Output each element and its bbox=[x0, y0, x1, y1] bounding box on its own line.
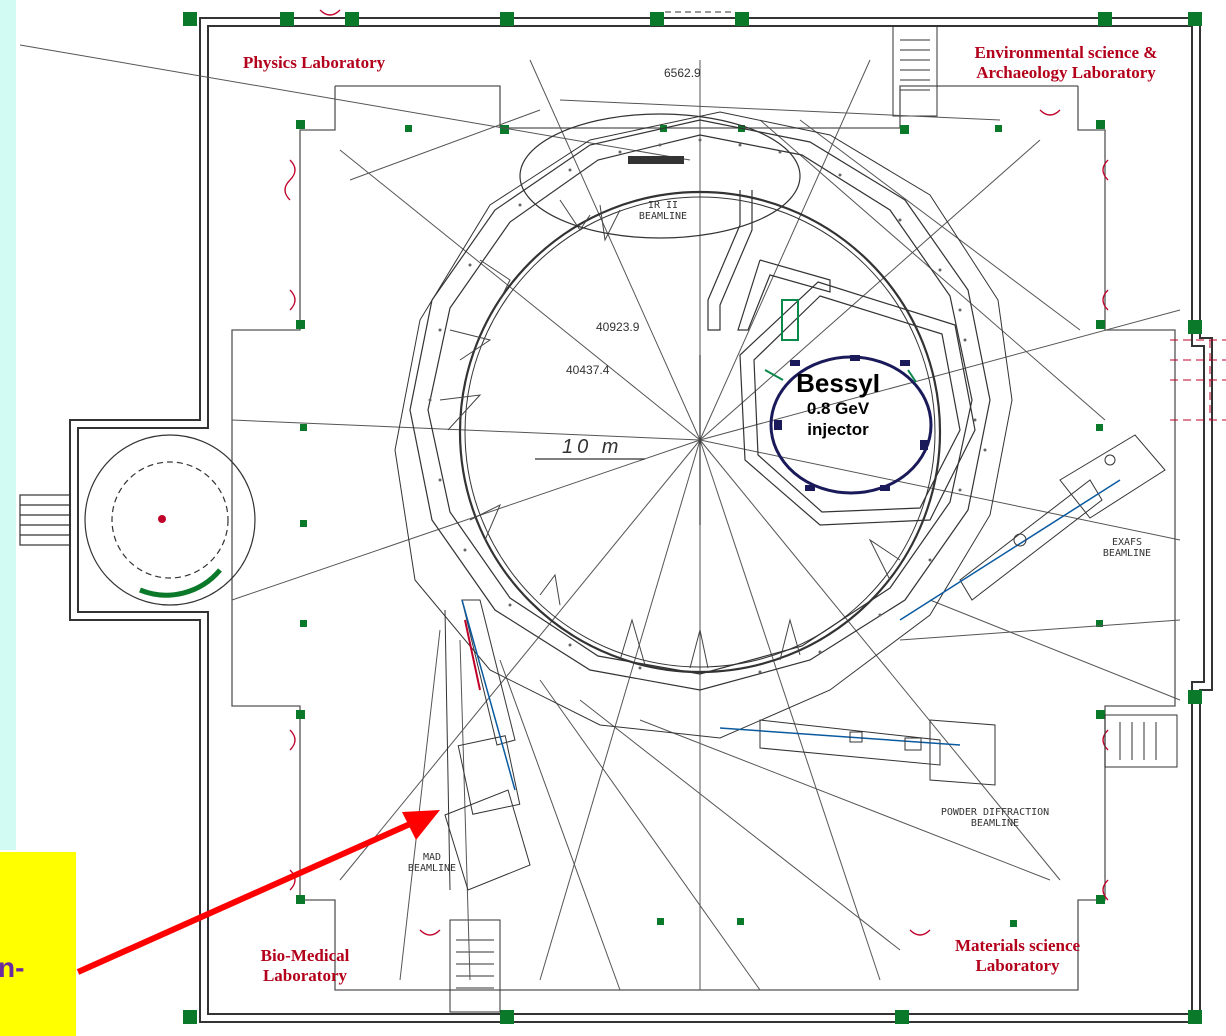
callout-box: n- bbox=[0, 852, 76, 1036]
exafs-label-line1: EXAFS bbox=[1111, 537, 1143, 548]
powder-label-line1: POWDER DIFFRACTION bbox=[940, 807, 1050, 818]
powder-beamline bbox=[719, 719, 996, 786]
inner-hall bbox=[231, 85, 1176, 991]
callout-arrow bbox=[76, 810, 440, 975]
top-dimension: 6562.9 bbox=[664, 66, 701, 80]
shielding-texture bbox=[428, 138, 987, 674]
exafs-label-line2: BEAMLINE bbox=[1102, 548, 1152, 559]
powder-label-line2: BEAMLINE bbox=[970, 818, 1020, 829]
beam-fan bbox=[19, 44, 1181, 991]
callout-text: n- bbox=[0, 952, 25, 983]
outer-diameter-label: 40923.9 bbox=[596, 320, 640, 334]
ir2-beamline-label: IR II BEAMLINE bbox=[628, 200, 698, 222]
mad-beamline bbox=[444, 599, 531, 891]
shield-teeth bbox=[439, 199, 901, 669]
exafs-beamline bbox=[899, 434, 1166, 621]
env-lab-label-line1: Environmental science & bbox=[974, 43, 1158, 62]
right-dashed bbox=[1170, 339, 1226, 421]
booster-green-parts bbox=[764, 299, 917, 383]
wall-markers bbox=[183, 12, 1202, 1024]
ir2-highlight bbox=[519, 113, 801, 239]
physics-lab-label: Physics Laboratory bbox=[243, 53, 386, 72]
powder-beamline-label: POWDER DIFFRACTION BEAMLINE bbox=[915, 807, 1075, 829]
building-walls bbox=[69, 17, 1213, 1023]
storage-ring bbox=[458, 190, 942, 674]
injector-energy: 0.8 GeV bbox=[806, 399, 870, 418]
bio-lab-label-line2: Laboratory bbox=[262, 966, 348, 985]
env-lab-label: Environmental science & Archaeology Labo… bbox=[946, 43, 1186, 83]
ir2-label-line1: IR II bbox=[647, 200, 679, 211]
bio-lab-label: Bio-Medical Laboratory bbox=[240, 946, 370, 986]
storage-ring-shielding bbox=[394, 111, 1013, 739]
env-lab-label-line2: Archaeology Laboratory bbox=[976, 63, 1156, 82]
bio-lab-label-line1: Bio-Medical bbox=[260, 946, 350, 965]
injector-name: BessyI bbox=[796, 368, 880, 398]
side-panel bbox=[0, 0, 16, 850]
scale-bar bbox=[535, 355, 701, 525]
materials-lab-label: Materials science Laboratory bbox=[930, 936, 1105, 976]
mad-beamline-label: MAD BEAMLINE bbox=[395, 852, 469, 874]
injector-wall bbox=[707, 190, 831, 331]
exafs-beamline-label: EXAFS BEAMLINE bbox=[1092, 537, 1162, 559]
inner-diameter-label: 40437.4 bbox=[566, 363, 610, 377]
injector-label: BessyI 0.8 GeV injector bbox=[770, 368, 906, 440]
mad-label-line1: MAD bbox=[422, 852, 442, 863]
materials-lab-label-line2: Laboratory bbox=[975, 956, 1060, 975]
scale-label: 10 m bbox=[562, 436, 623, 458]
booster-magnets bbox=[774, 355, 928, 491]
stairwells bbox=[449, 25, 1178, 1013]
ir2-label-line2: BEAMLINE bbox=[638, 211, 688, 222]
materials-lab-label-line1: Materials science bbox=[954, 936, 1081, 955]
entrance-rotunda bbox=[19, 434, 256, 606]
door-details bbox=[284, 9, 1109, 936]
mad-label-line2: BEAMLINE bbox=[407, 863, 457, 874]
injector-role: injector bbox=[807, 420, 869, 439]
